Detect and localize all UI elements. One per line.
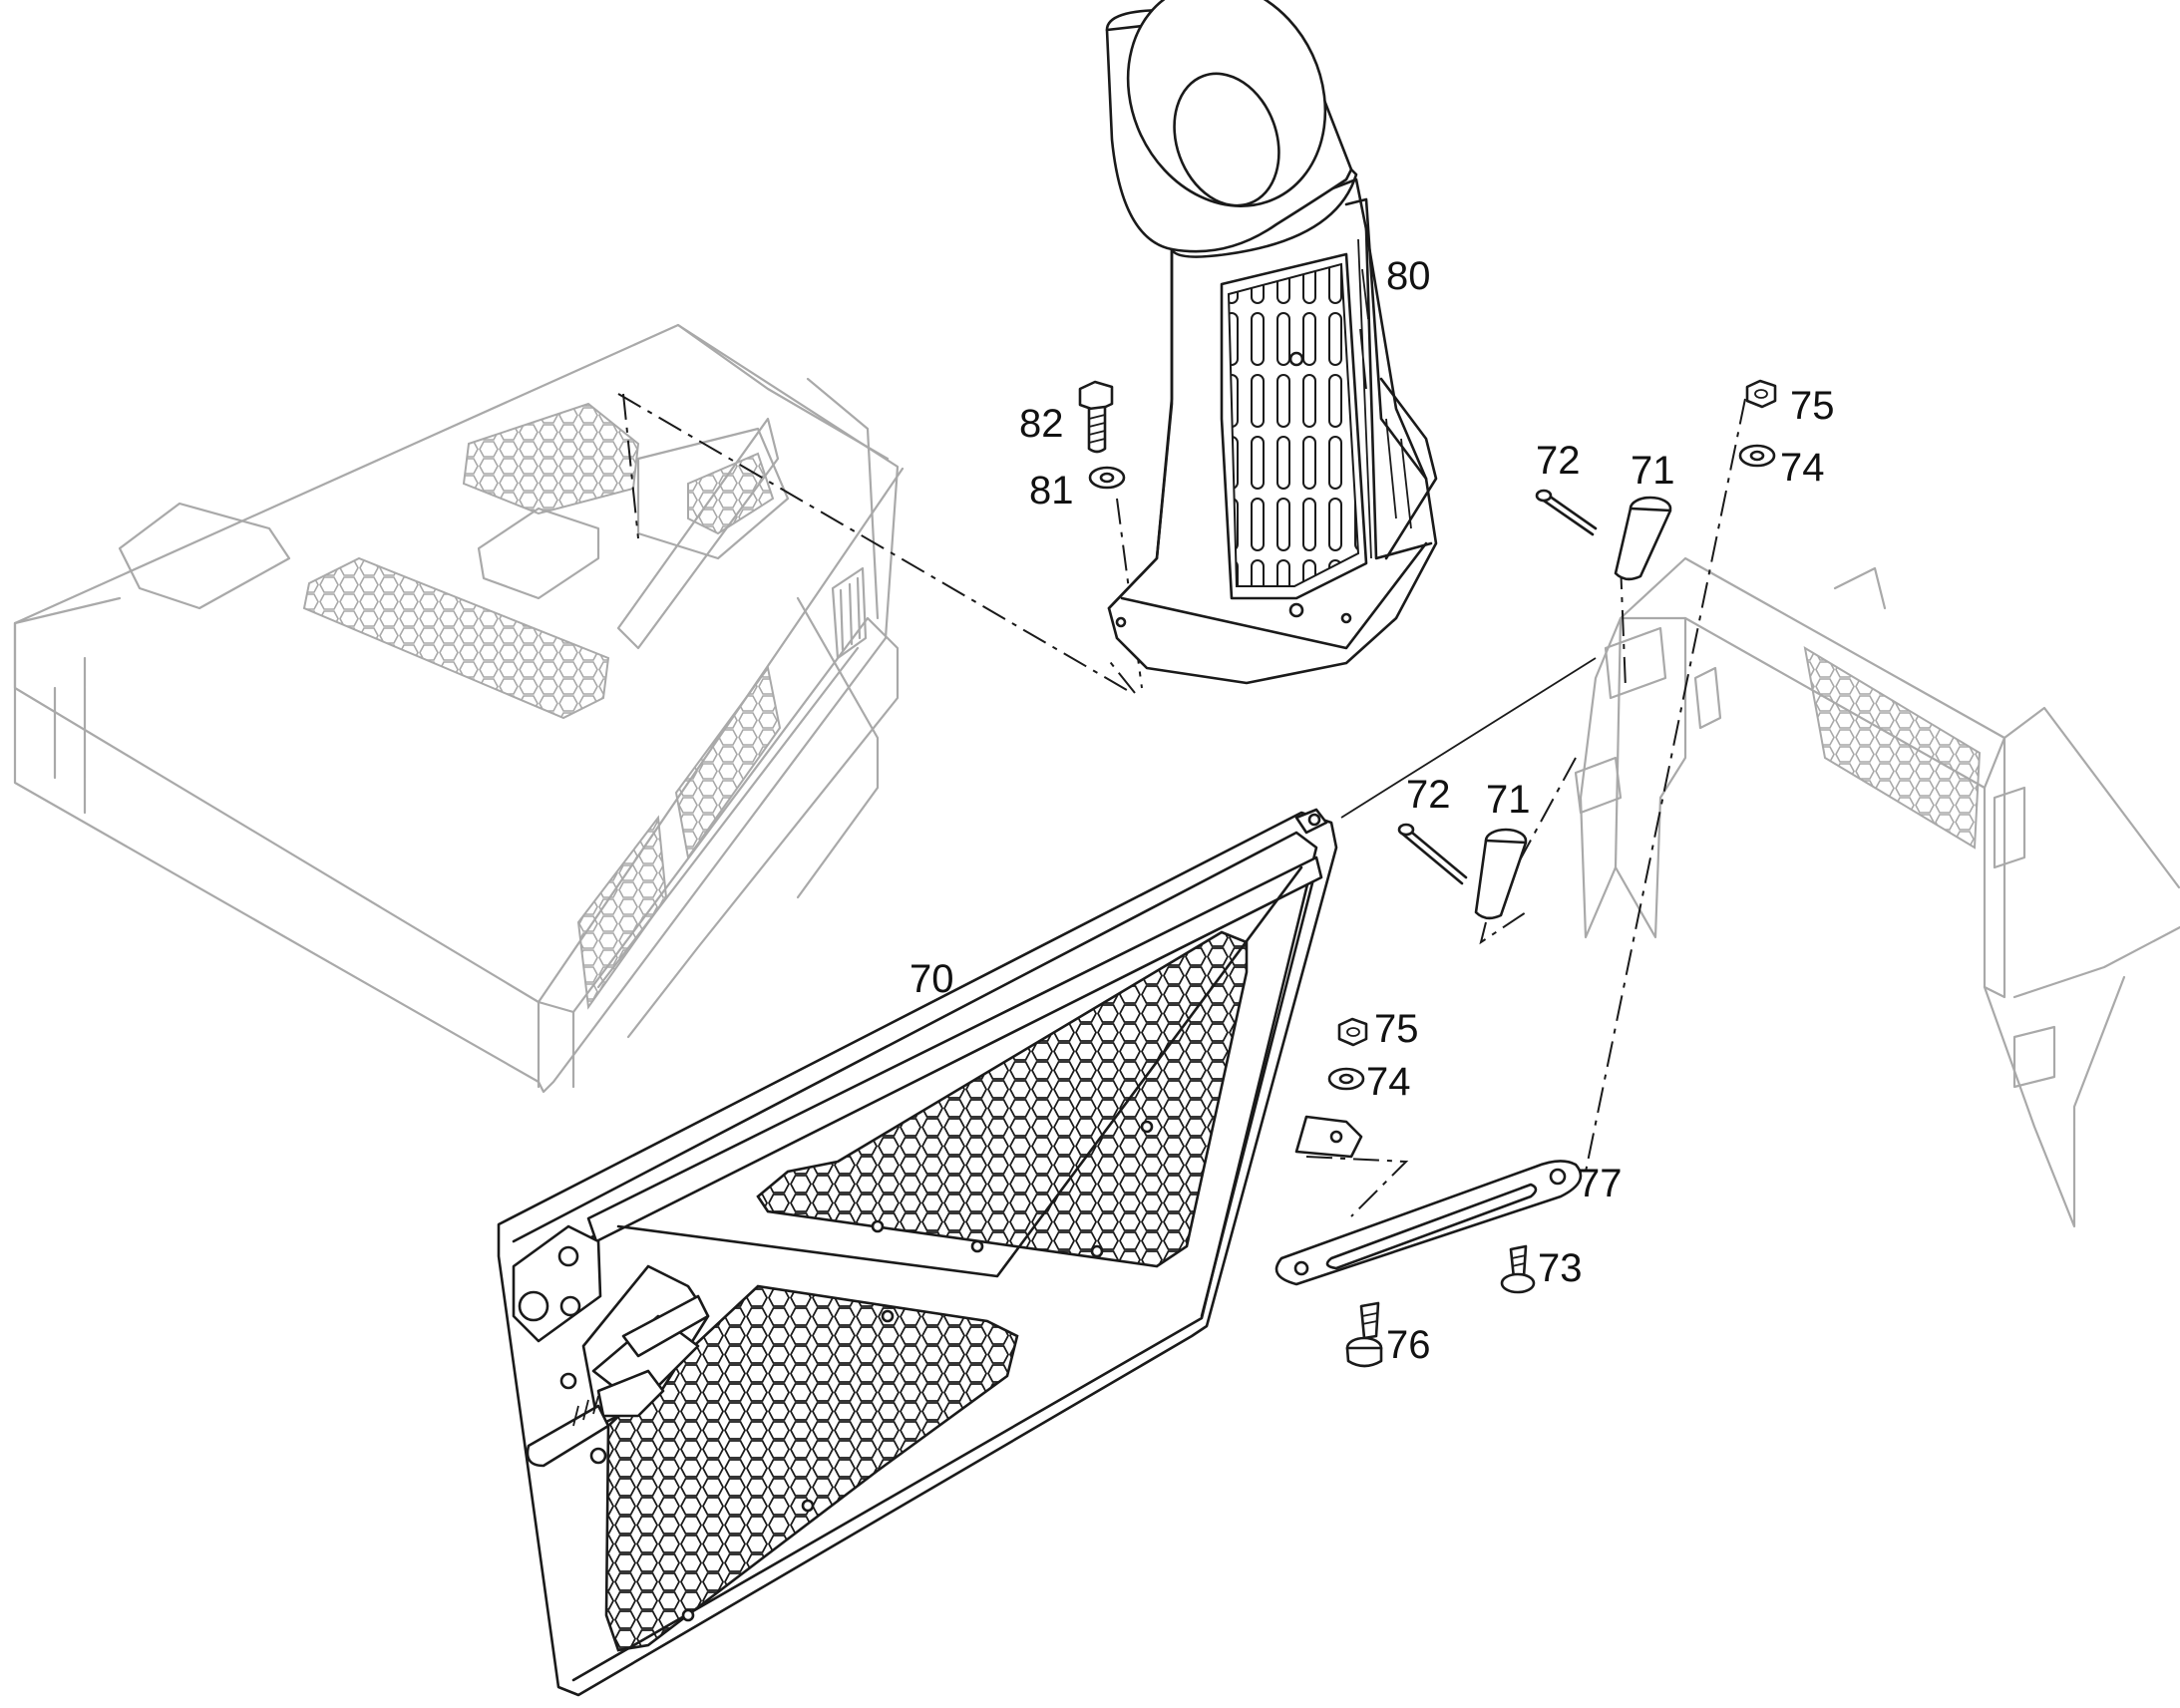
callout-74-lower: 74 [1366,1060,1411,1104]
callout-73: 73 [1538,1246,1583,1290]
washer-74-lower[interactable] [1327,1067,1365,1091]
hinge-pin-71-lower[interactable] [1474,828,1528,920]
callout-75-upper: 75 [1790,384,1835,428]
engine-hood-ghost [13,323,905,1094]
exhaust-shroud-80[interactable] [1092,0,1438,685]
callout-76: 76 [1386,1323,1431,1367]
callout-74-upper: 74 [1780,446,1825,490]
screw-76[interactable] [1345,1301,1383,1368]
hood-side-vent-a [674,665,782,860]
callout-81: 81 [1029,469,1074,512]
screw-73[interactable] [1500,1244,1536,1294]
callout-72-lower: 72 [1406,773,1451,817]
nut-75-lower[interactable] [1337,1017,1368,1047]
nut-75-upper[interactable] [1745,379,1777,409]
callout-72-upper: 72 [1536,439,1581,483]
cotter-pin-72-upper[interactable] [1535,489,1598,536]
callout-75-lower: 75 [1374,1007,1419,1051]
callout-71-lower: 71 [1486,778,1531,822]
panel-upper-mesh [756,930,1249,1268]
hood-vent-right [687,452,775,535]
callout-labels: 80 82 81 75 74 72 71 72 71 70 75 74 77 7… [909,254,1835,1367]
frame-mesh-panel [1803,646,1982,850]
callout-82: 82 [1019,402,1064,446]
hood-vent-center [302,556,610,720]
hood-side-grille [831,566,868,660]
washer-74-upper[interactable] [1738,444,1776,468]
support-link-77[interactable] [1274,1160,1583,1286]
bolt-82[interactable] [1078,380,1114,454]
hinge-pin-71-upper[interactable] [1614,496,1672,581]
hood-side-vent-b [576,815,668,1010]
washer-81[interactable] [1088,466,1126,490]
panel-latch-assembly [512,1224,710,1468]
callout-80: 80 [1386,254,1431,298]
callout-70: 70 [909,957,954,1001]
cotter-pin-72-lower[interactable] [1397,823,1468,885]
side-panel-70[interactable] [497,808,1363,1697]
callout-71-upper: 71 [1631,449,1675,493]
rear-frame-ghost [1574,556,2180,1228]
assembly-guide-lines [617,393,1746,1217]
callout-77: 77 [1578,1162,1623,1205]
panel-lower-mesh [604,1284,1019,1652]
